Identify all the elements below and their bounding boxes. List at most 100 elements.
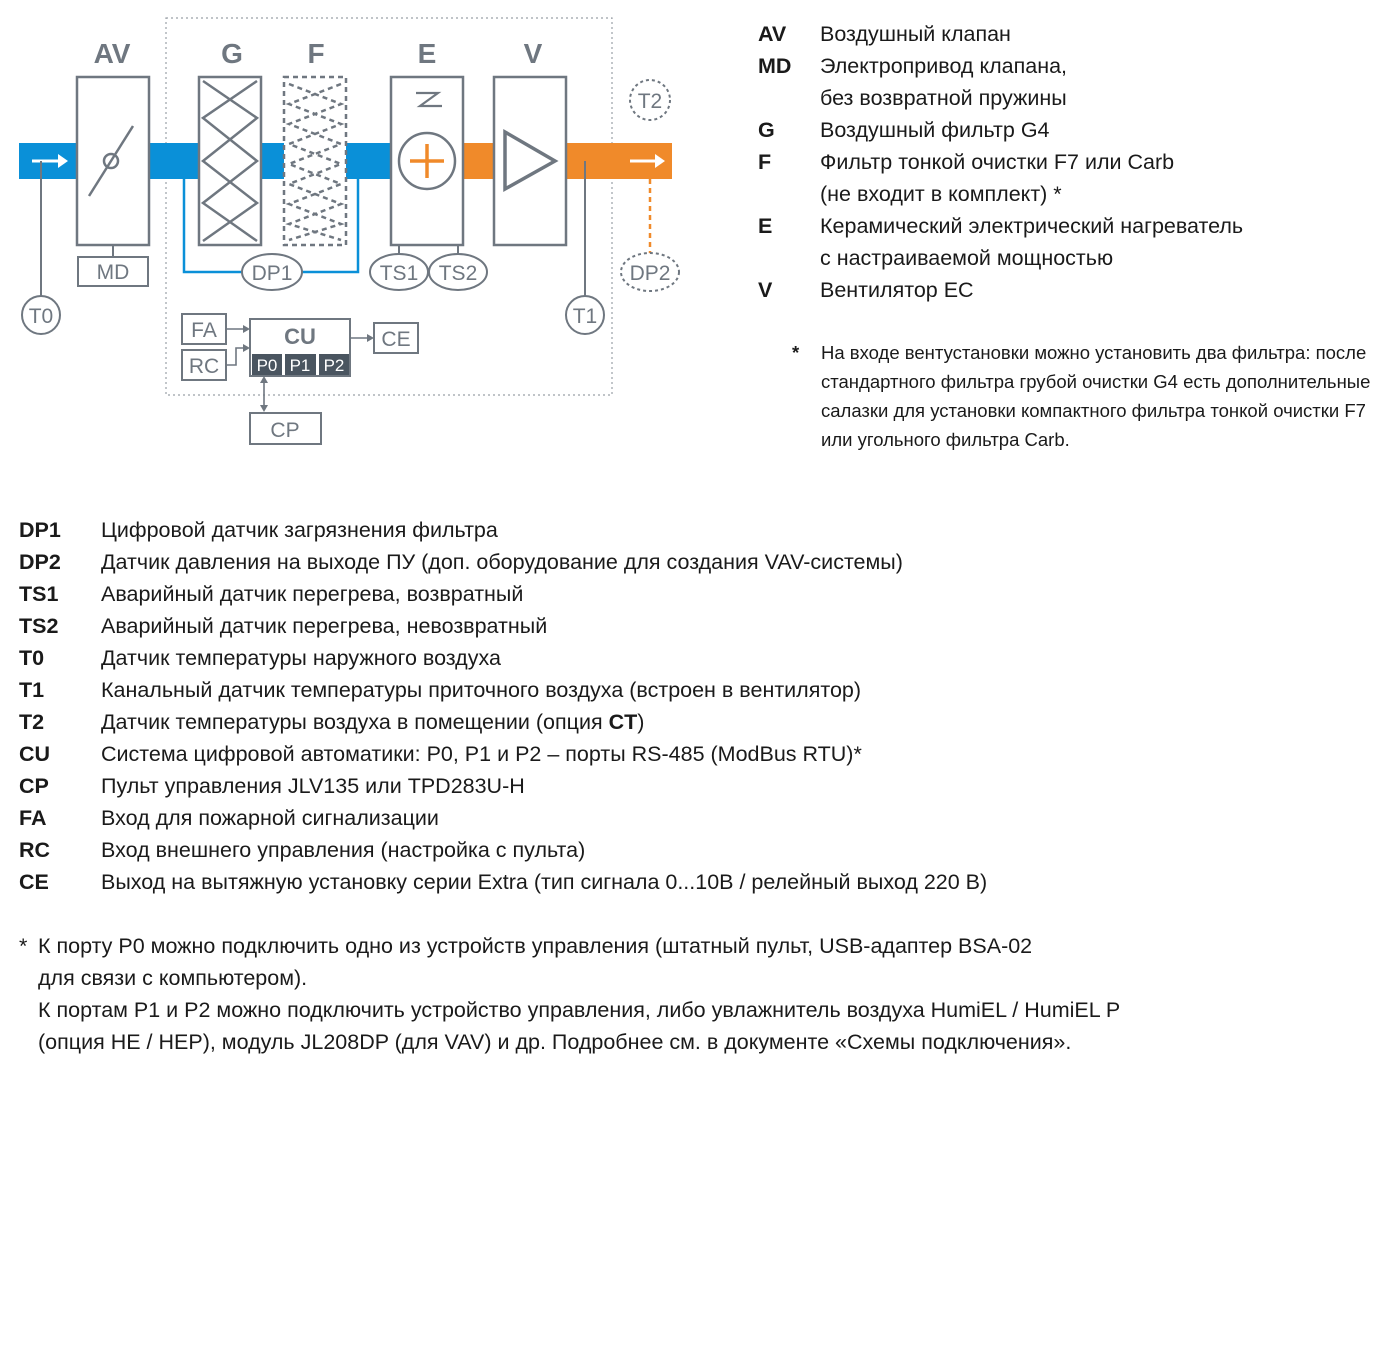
port-p2 <box>319 354 349 375</box>
fan-triangle-icon <box>503 128 559 192</box>
legend-row-ce: CE Выход на вытяжную установку серии Ext… <box>19 866 1379 898</box>
label-dp2: DP2 <box>630 262 671 285</box>
component-legend: AV Воздушный клапан MD Электропривод кла… <box>758 18 1378 306</box>
note-text: На входе вентустановки можно установить … <box>821 342 1371 450</box>
legend-row-av: AV Воздушный клапан <box>758 18 1378 50</box>
legend-row-dp2: DP2 Датчик давления на выходе ПУ (доп. о… <box>19 546 1379 578</box>
label-port-p2: P2 <box>324 356 345 375</box>
legend-code: T0 <box>19 646 45 670</box>
label-dp1: DP1 <box>252 262 293 285</box>
legend-code: T1 <box>19 678 45 702</box>
legend-row-f: F Фильтр тонкой очистки F7 или Carb (не … <box>758 146 1378 210</box>
filter-f7-pleats-icon <box>285 82 345 242</box>
ports-footnote: * К порту P0 можно подключить одно из ус… <box>19 930 1379 1058</box>
sensor-dp2 <box>620 252 680 292</box>
legend-row-dp1: DP1 Цифровой датчик загрязнения фильтра <box>19 514 1379 546</box>
footnote-line: для связи с компьютером). <box>19 962 1379 994</box>
port-p1 <box>285 354 316 375</box>
legend-code: TS1 <box>19 582 59 606</box>
arrow-icon <box>243 325 250 333</box>
legend-text: Вентилятор EC <box>820 278 974 302</box>
legend-code: V <box>758 278 773 302</box>
sensor-dp1 <box>241 253 303 291</box>
arrow-down-icon <box>260 405 268 412</box>
label-t2: T2 <box>638 90 663 113</box>
control-panel-block <box>249 412 322 445</box>
label-av: AV <box>94 38 131 69</box>
legend-code: DP1 <box>19 518 61 542</box>
legend-text: Датчик температуры наружного воздуха <box>101 646 501 670</box>
legend-row-e: E Керамический электрический нагреватель… <box>758 210 1378 274</box>
legend-code: G <box>758 118 775 142</box>
legend-code: DP2 <box>19 550 61 574</box>
legend-code: E <box>758 214 773 238</box>
legend-text: Вход для пожарной сигнализации <box>101 806 439 830</box>
label-f: F <box>307 38 324 69</box>
legend-code: AV <box>758 22 787 46</box>
legend-row-g: G Воздушный фильтр G4 <box>758 114 1378 146</box>
footnote-text: К порту P0 можно подключить одно из устр… <box>38 934 1033 958</box>
sensor-t0 <box>21 295 61 335</box>
intake-arrow-icon <box>32 154 68 168</box>
sensor-ts2 <box>428 253 488 291</box>
unit-housing <box>165 17 613 396</box>
label-g: G <box>221 38 243 69</box>
filter-f7-block <box>282 75 348 247</box>
exhaust-output-block <box>373 322 419 354</box>
legend-text-part: Датчик температуры воздуха в помещении (… <box>101 710 609 734</box>
legend-row-t0: T0 Датчик температуры наружного воздуха <box>19 642 1379 674</box>
legend-text: Фильтр тонкой очистки F7 или Carb (не вх… <box>820 150 1175 206</box>
actuator-block <box>77 256 149 287</box>
label-v: V <box>524 38 543 69</box>
legend-row-rc: RC Вход внешнего управления (настройка с… <box>19 834 1379 866</box>
label-ts1: TS1 <box>380 262 419 285</box>
note-star: * <box>792 342 800 363</box>
legend-text: Выход на вытяжную установку серии Extra … <box>101 870 988 894</box>
footnote-text: К портам P1 и P2 можно подключить устрой… <box>38 998 1121 1022</box>
arrow-up-icon <box>260 376 268 383</box>
ventilation-scheme-diagram: AV MD G F E V DP1 TS1 TS2 T0 T1 T2 DP2 <box>19 17 680 445</box>
damper-axis-icon <box>102 152 120 170</box>
label-rc: RC <box>189 355 219 378</box>
footnote-line: (опция HE / HEP), модуль JL208DP (для VA… <box>19 1026 1379 1058</box>
label-port-p1: P1 <box>290 356 311 375</box>
footnote-line: К портам P1 и P2 можно подключить устрой… <box>19 994 1379 1026</box>
sensor-t1 <box>565 295 605 335</box>
sensor-legend: DP1 Цифровой датчик загрязнения фильтра … <box>19 514 1379 898</box>
footnote-line: * К порту P0 можно подключить одно из ус… <box>19 930 1379 962</box>
legend-text: Воздушный клапан <box>820 22 1011 46</box>
legend-text: Электропривод клапана, без возвратной пр… <box>820 54 1067 110</box>
label-cu: CU <box>284 324 316 349</box>
legend-code: T2 <box>19 710 45 734</box>
legend-text: Система цифровой автоматики: P0, P1 и P2… <box>101 742 862 766</box>
legend-text: Канальный датчик температуры приточного … <box>101 678 862 702</box>
label-t1: T1 <box>573 305 598 328</box>
legend-code: FA <box>19 806 47 830</box>
legend-code: CU <box>19 742 51 766</box>
legend-row-ts2: TS2 Аварийный датчик перегрева, невозвра… <box>19 610 1379 642</box>
legend-row-ts1: TS1 Аварийный датчик перегрева, возвратн… <box>19 578 1379 610</box>
electric-zigzag-icon <box>416 91 442 108</box>
legend-text-part: ) <box>637 710 645 734</box>
legend-code: TS2 <box>19 614 59 638</box>
legend-text: Датчик температуры воздуха в помещении (… <box>101 706 1379 738</box>
legend-text: Датчик давления на выходе ПУ (доп. обору… <box>101 550 903 574</box>
label-port-p0: P0 <box>257 356 278 375</box>
label-fa: FA <box>191 319 217 342</box>
legend-text: Пульт управления JLV135 или TPD283U-H <box>101 774 525 798</box>
remote-control-input-block <box>181 349 227 381</box>
label-t0: T0 <box>29 305 54 328</box>
label-ts2: TS2 <box>439 262 478 285</box>
arrow-icon <box>243 344 250 352</box>
legend-code: F <box>758 150 772 174</box>
legend-row-cu: CU Система цифровой автоматики: P0, P1 и… <box>19 738 1379 770</box>
legend-row-fa: FA Вход для пожарной сигнализации <box>19 802 1379 834</box>
legend-code: RC <box>19 838 51 862</box>
legend-text: Цифровой датчик загрязнения фильтра <box>101 518 498 542</box>
legend-row-cp: CP Пульт управления JLV135 или TPD283U-H <box>19 770 1379 802</box>
legend-row-v: V Вентилятор EC <box>758 274 1378 306</box>
legend-code: CE <box>19 870 49 894</box>
filter-g4-pleats-icon <box>200 79 260 243</box>
legend-text: Вход внешнего управления (настройка с пу… <box>101 838 586 862</box>
footnote-text: для связи с компьютером). <box>38 966 308 990</box>
